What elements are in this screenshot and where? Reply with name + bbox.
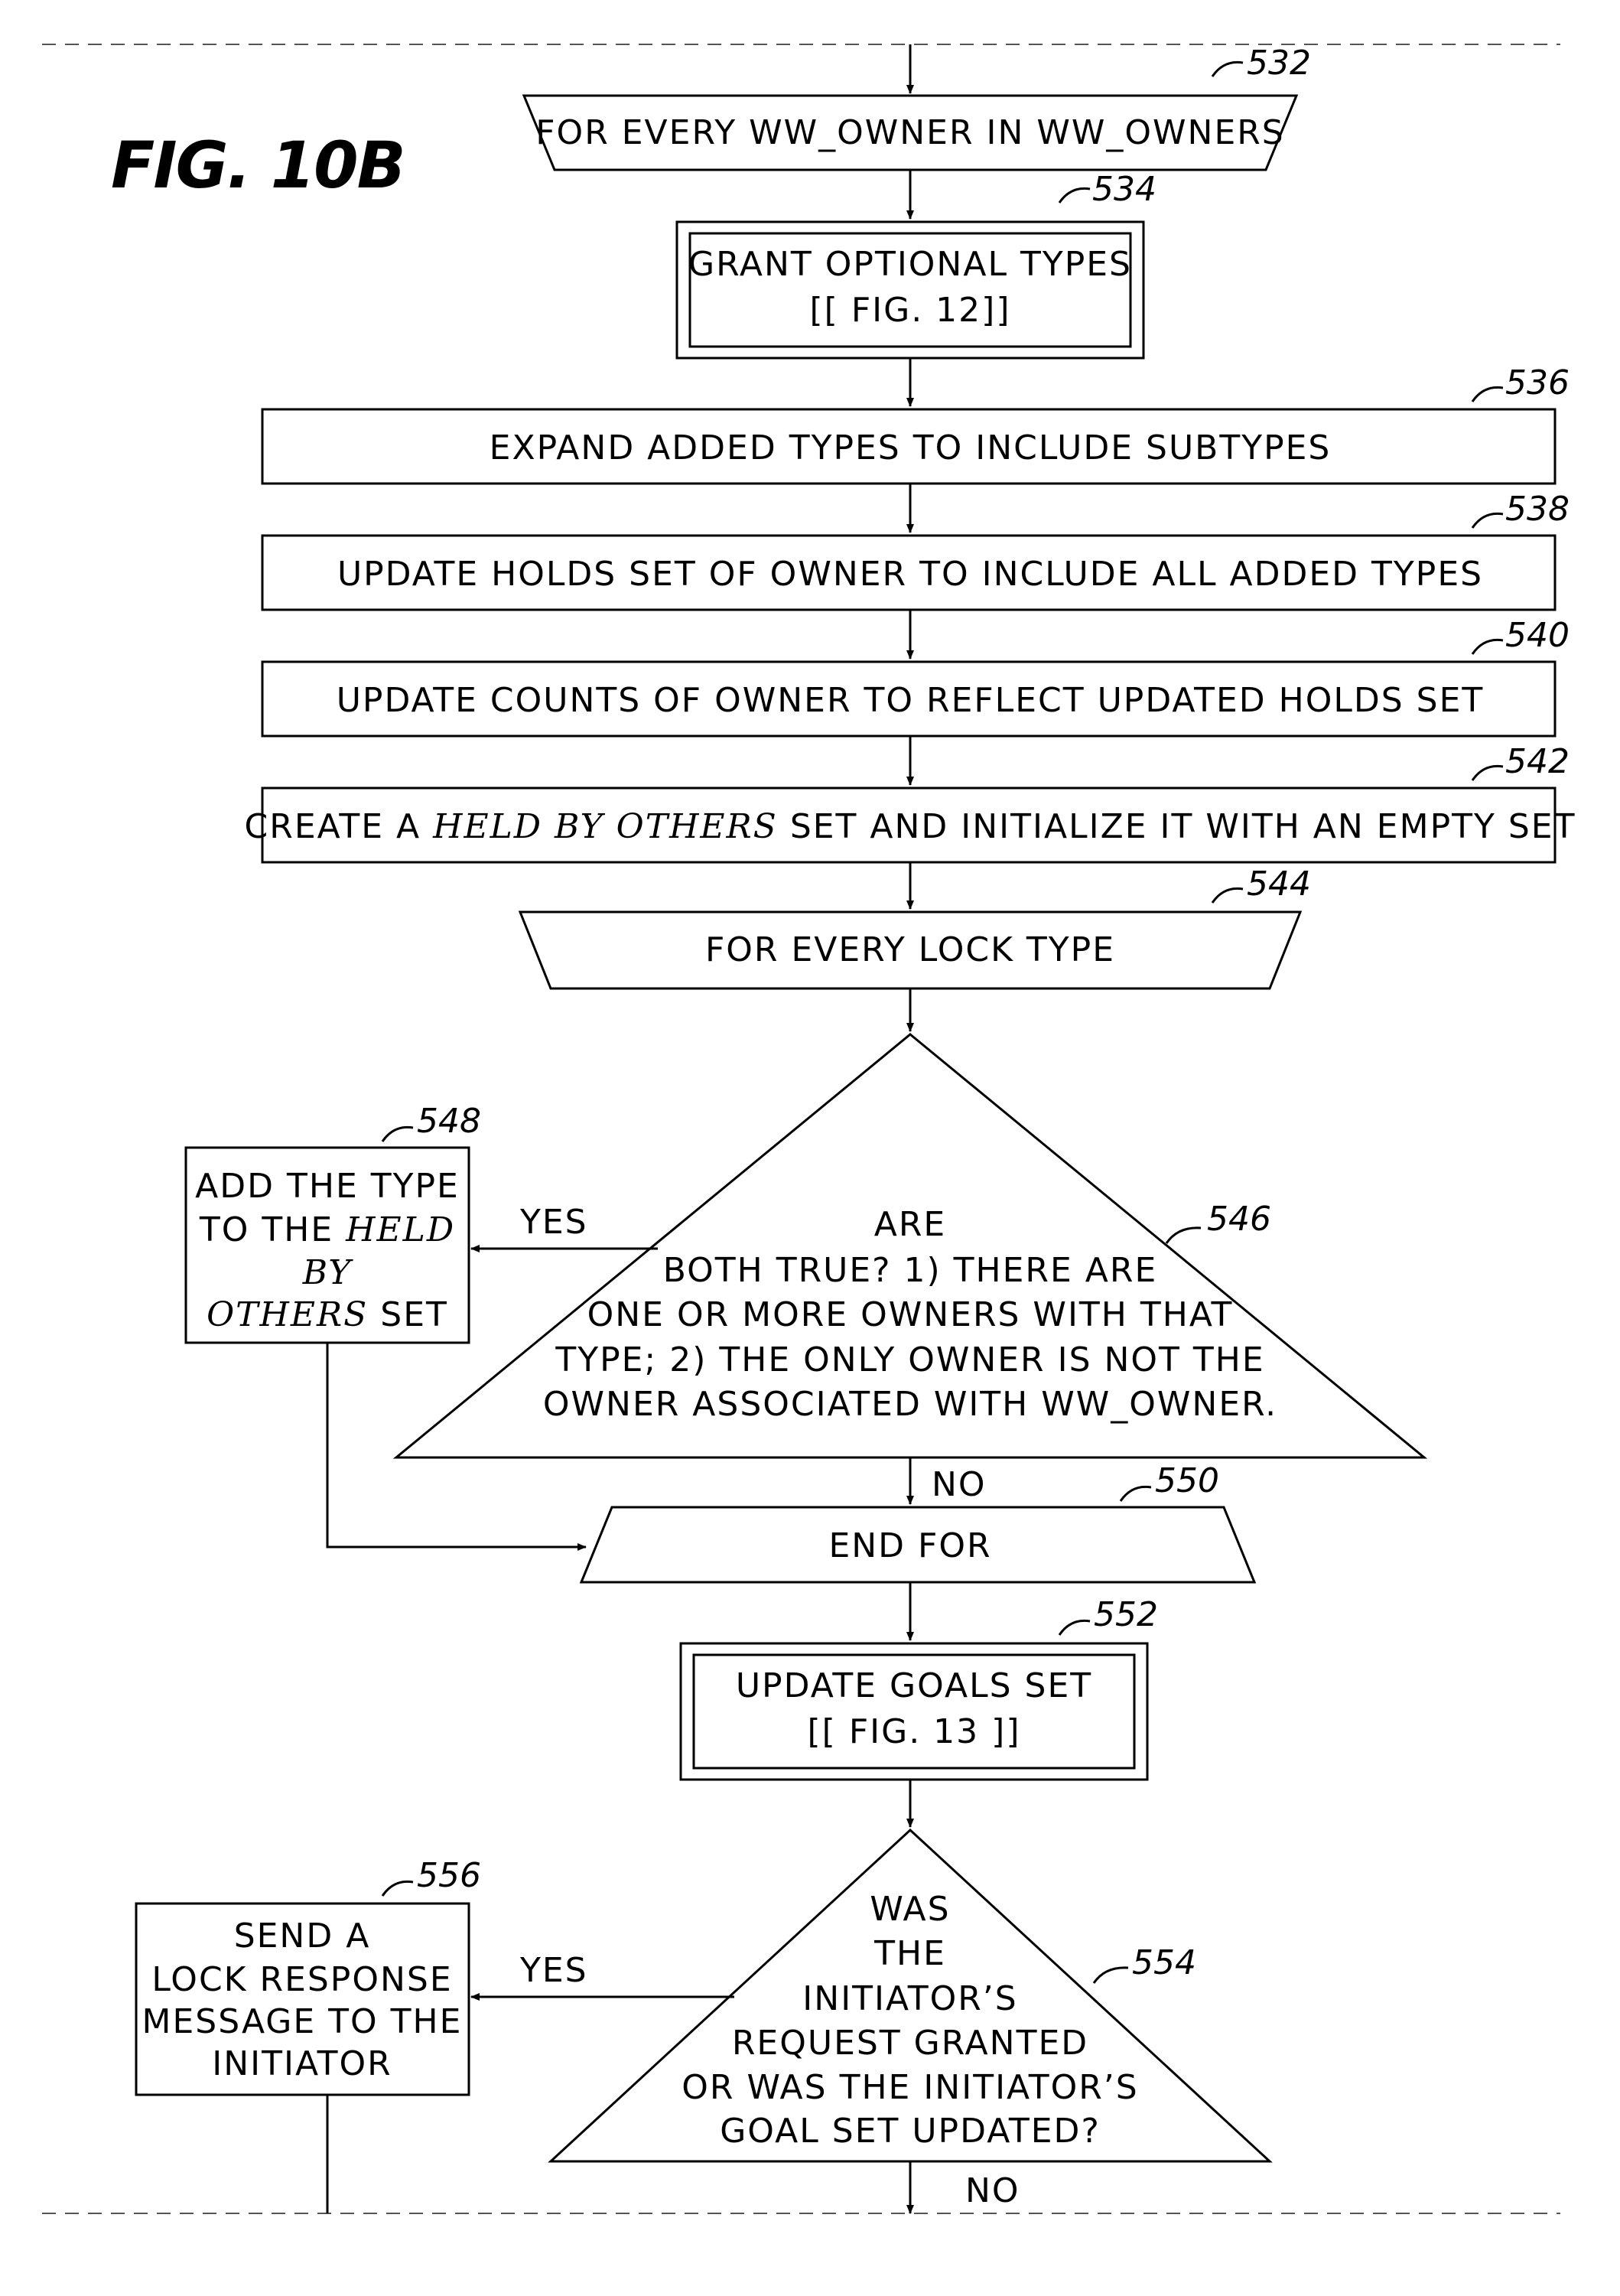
ref-542-leader — [1472, 766, 1503, 780]
node-544-text: FOR EVERY LOCK TYPE — [705, 930, 1115, 969]
node-542-text-post: SET AND INITIALIZE IT WITH AN EMPTY SET — [778, 807, 1576, 846]
node-556-line4: INITIATOR — [212, 2044, 392, 2083]
node-546-line3: ONE OR MORE OWNERS WITH THAT — [587, 1295, 1234, 1334]
ref-534-leader — [1059, 188, 1090, 203]
ref-554-leader — [1094, 1968, 1128, 1983]
node-548-line1: ADD THE TYPE — [195, 1167, 460, 1206]
edge-546-no-label: NO — [932, 1465, 987, 1504]
edge-554-yes-label: YES — [519, 1951, 588, 1990]
node-548-line2: TO THE HELD — [199, 1210, 455, 1249]
ref-532: 532 — [1247, 44, 1311, 83]
node-548-line4-italic: OTHERS — [207, 1295, 368, 1334]
ref-554: 554 — [1132, 1943, 1196, 1982]
ref-538-leader — [1472, 513, 1503, 528]
node-556-line3: MESSAGE TO THE — [142, 2002, 463, 2041]
node-548-line4: OTHERS SET — [207, 1295, 448, 1334]
node-548-line4-post: SET — [368, 1295, 448, 1334]
node-536-text: EXPAND ADDED TYPES TO INCLUDE SUBTYPES — [490, 428, 1332, 467]
node-554-line5: OR WAS THE INITIATOR’S — [682, 2068, 1138, 2107]
node-554-line2: THE — [873, 1934, 946, 1973]
node-548-line2-italic: HELD — [345, 1210, 455, 1249]
edge-546-yes-label: YES — [519, 1203, 588, 1242]
ref-542: 542 — [1505, 742, 1570, 781]
node-548-line2-pre: TO THE — [199, 1210, 346, 1249]
ref-548: 548 — [417, 1102, 481, 1141]
node-546-line5: OWNER ASSOCIATED WITH WW_OWNER. — [543, 1385, 1277, 1424]
node-542-text-pre: CREATE A — [245, 807, 434, 846]
ref-544-leader — [1212, 888, 1243, 903]
ref-546: 546 — [1207, 1200, 1271, 1239]
node-542-text-italic: HELD BY OTHERS — [432, 807, 778, 846]
edge-554-no-label: NO — [965, 2171, 1020, 2210]
ref-552: 552 — [1094, 1595, 1158, 1634]
node-554-line1: WAS — [870, 1890, 950, 1929]
ref-544: 544 — [1247, 865, 1311, 904]
ref-550: 550 — [1155, 1461, 1219, 1500]
node-552-subroutine — [681, 1643, 1147, 1780]
node-546-line2: BOTH TRUE? 1) THERE ARE — [663, 1251, 1158, 1290]
ref-556-leader — [382, 1881, 413, 1896]
node-534-line2: [[ FIG. 12]] — [810, 291, 1011, 330]
node-552-line1: UPDATE GOALS SET — [736, 1666, 1092, 1705]
node-554-line6: GOAL SET UPDATED? — [720, 2112, 1101, 2151]
node-540-text: UPDATE COUNTS OF OWNER TO REFLECT UPDATE… — [337, 681, 1485, 720]
node-532-text: FOR EVERY WW_OWNER IN WW_OWNERS — [535, 113, 1285, 152]
ref-556: 556 — [417, 1856, 481, 1895]
ref-540: 540 — [1505, 616, 1570, 655]
ref-534: 534 — [1092, 170, 1156, 209]
ref-538: 538 — [1505, 490, 1570, 529]
node-542-text: CREATE A HELD BY OTHERS SET AND INITIALI… — [245, 807, 1576, 846]
node-548-line3: BY — [302, 1253, 354, 1292]
ref-540-leader — [1472, 640, 1503, 654]
ref-532-leader — [1212, 62, 1243, 77]
node-534-line1: GRANT OPTIONAL TYPES — [688, 245, 1132, 284]
node-534-subroutine — [677, 222, 1143, 358]
figure-label: FIG. 10B — [111, 128, 405, 203]
ref-536: 536 — [1505, 363, 1570, 402]
node-550-text: END FOR — [828, 1526, 991, 1565]
ref-548-leader — [382, 1127, 413, 1141]
node-538-text: UPDATE HOLDS SET OF OWNER TO INCLUDE ALL… — [337, 555, 1483, 594]
ref-546-leader — [1166, 1228, 1201, 1243]
ref-552-leader — [1059, 1620, 1090, 1635]
node-554-line3: INITIATOR’S — [802, 1979, 1017, 2018]
ref-550-leader — [1121, 1487, 1151, 1501]
node-556-line1: SEND A — [234, 1917, 371, 1956]
node-546-line4: TYPE; 2) THE ONLY OWNER IS NOT THE — [555, 1340, 1264, 1379]
node-554-line4: REQUEST GRANTED — [732, 2024, 1088, 2063]
node-552-line2: [[ FIG. 13 ]] — [808, 1712, 1021, 1751]
node-546-line1: ARE — [874, 1205, 946, 1244]
node-556-line2: LOCK RESPONSE — [151, 1960, 452, 1999]
ref-536-leader — [1472, 387, 1503, 402]
